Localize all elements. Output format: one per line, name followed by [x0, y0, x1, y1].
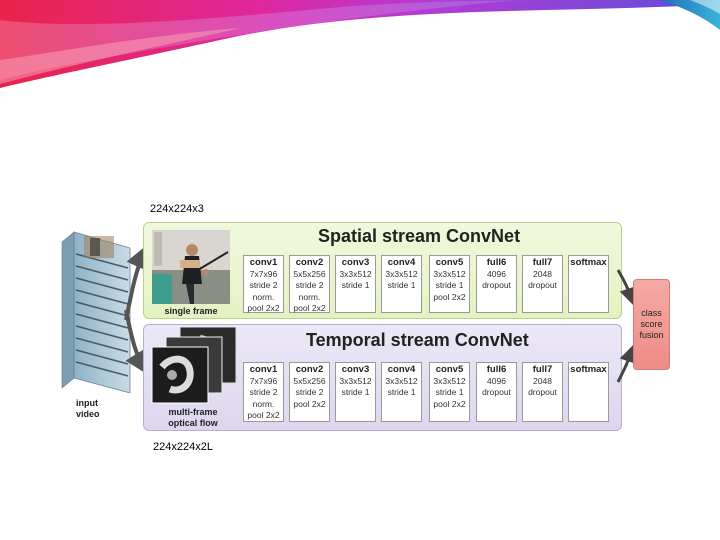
temporal-layer-conv4: conv4 3x3x512 stride 1 — [381, 362, 422, 422]
spatial-layer-conv4: conv4 3x3x512 stride 1 — [381, 255, 422, 313]
temporal-layer-softmax: softmax — [568, 362, 609, 422]
spatial-layer-conv3: conv3 3x3x512 stride 1 — [335, 255, 376, 313]
single-frame-caption: single frame — [164, 306, 218, 316]
temporal-layer-conv3: conv3 3x3x512 stride 1 — [335, 362, 376, 422]
temporal-layer-conv2: conv2 5x5x256 stride 2 pool 2x2 — [289, 362, 330, 422]
spatial-stream-title: Spatial stream ConvNet — [318, 226, 521, 246]
spatial-layer-full7: full7 2048 dropout — [522, 255, 563, 313]
input-video-stack — [61, 231, 131, 393]
spatial-layer-full6: full6 4096 dropout — [476, 255, 517, 313]
class-score-fusion-box: class score fusion — [633, 279, 670, 370]
fusion-arrows — [616, 269, 637, 383]
temporal-layer-full6: full6 4096 dropout — [476, 362, 517, 422]
spatial-layer-conv1: conv1 7x7x96 stride 2 norm. pool 2x2 — [243, 255, 284, 313]
temporal-layer-conv1: conv1 7x7x96 stride 2 norm. pool 2x2 — [243, 362, 284, 422]
spatial-layer-conv2: conv2 5x5x256 stride 2 norm. pool 2x2 — [289, 255, 330, 313]
input-arrows — [124, 244, 149, 375]
optical-flow-images — [151, 327, 237, 404]
spatial-input-dims: 224x224x3 — [150, 203, 204, 215]
spatial-layer-softmax: softmax — [568, 255, 609, 313]
spatial-layer-conv5: conv5 3x3x512 stride 1 pool 2x2 — [429, 255, 470, 313]
header-banner — [0, 0, 720, 88]
single-frame-image — [152, 230, 230, 304]
temporal-layer-full7: full7 2048 dropout — [522, 362, 563, 422]
temporal-input-dims: 224x224x2L — [153, 441, 213, 453]
input-video-label: input video — [76, 398, 100, 419]
temporal-stream-title: Temporal stream ConvNet — [306, 330, 529, 350]
optical-flow-caption: multi-frame optical flow — [168, 407, 218, 428]
temporal-layer-conv5: conv5 3x3x512 stride 1 pool 2x2 — [429, 362, 470, 422]
